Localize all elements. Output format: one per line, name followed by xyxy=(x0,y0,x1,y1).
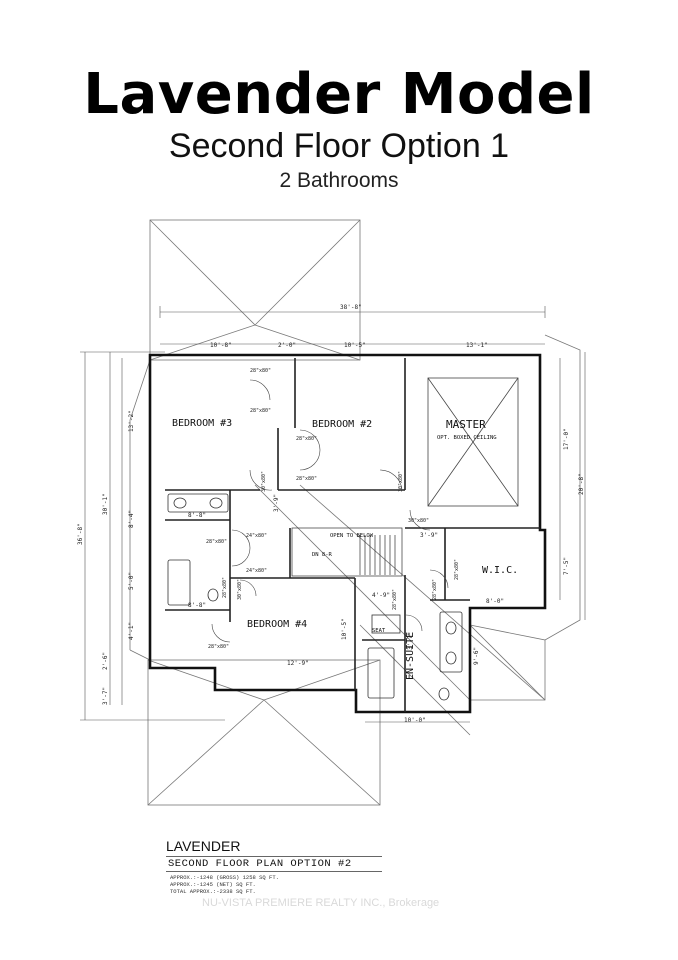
dim-bath2-width: 8'-8" xyxy=(188,602,206,609)
page-title: Lavender Model xyxy=(83,62,595,127)
area-net: APPROX.:-1245 (NET) SQ FT. xyxy=(170,881,256,888)
dim-overall-depth: 36'-8" xyxy=(77,523,84,545)
master-boxed-ceiling xyxy=(427,377,519,507)
door-label: 28"x80" xyxy=(454,559,460,580)
dim-left-f: 3'-7" xyxy=(102,687,109,705)
dim-seat: 4'-9" xyxy=(372,592,390,599)
door-swings xyxy=(211,379,449,643)
brokerage-watermark: NU-VISTA PREMIERE REALTY INC., Brokerage xyxy=(202,897,440,909)
dim-left-depth: 30'-1" xyxy=(102,493,109,515)
dim-right-depth: 20'-8" xyxy=(578,473,585,495)
room-master-note: OPT. BOXED CEILING xyxy=(437,435,497,441)
dim-bed4-depth: 10'-5" xyxy=(341,618,348,640)
stair-down-label: DN 8-R xyxy=(312,552,333,558)
dim-left-c: 5'-0" xyxy=(128,572,135,590)
door-label: 30"x80" xyxy=(237,579,243,600)
plan-title: SECOND FLOOR PLAN OPTION #2 xyxy=(166,856,382,872)
open-to-below-label: OPEN TO BELOW xyxy=(330,533,374,539)
dim-seg3: 10'-5" xyxy=(344,342,366,349)
dimension-lines xyxy=(80,306,586,723)
room-bedroom3: BEDROOM #3 xyxy=(172,418,232,429)
room-labels: BEDROOM #3 BEDROOM #2 MASTER OPT. BOXED … xyxy=(172,418,518,680)
door-label: 28"x80" xyxy=(208,644,229,650)
dim-bath-width: 8'-8" xyxy=(188,512,206,519)
door-label: 28"x80" xyxy=(296,436,317,442)
dim-right-b: 7'-5" xyxy=(563,557,570,575)
door-label: 24"x80" xyxy=(246,533,267,539)
door-label: 28"x80" xyxy=(392,589,398,610)
seat-label: SEAT xyxy=(372,628,386,634)
door-label: 30"x80" xyxy=(261,471,267,492)
door-size-labels: 28"x80" 28"x80" 28"x80" 28"x80" 30"x80" … xyxy=(206,368,460,650)
dim-hall-b: 3'-9" xyxy=(273,494,280,512)
dim-overall-width: 38'-8" xyxy=(340,304,362,311)
door-label: 28"x80" xyxy=(250,408,271,414)
interior-walls xyxy=(165,358,540,712)
door-label: 28"x80" xyxy=(250,368,271,374)
dim-left-e: 2'-6" xyxy=(102,652,109,670)
dim-left-a: 13'-2" xyxy=(128,410,135,432)
dim-left-b: 8'-4" xyxy=(128,510,135,528)
door-label: 30"x80" xyxy=(398,471,404,492)
area-gross: APPROX.:-1248 (GROSS) 1258 SQ FT. xyxy=(170,874,279,881)
door-label: 28"x80" xyxy=(206,539,227,545)
dim-right-a: 17'-0" xyxy=(563,428,570,450)
dim-wic-width: 8'-0" xyxy=(486,598,504,605)
room-master: MASTER xyxy=(446,418,486,431)
bathroom-count: 2 Bathrooms xyxy=(279,169,399,192)
door-label: 28"x80" xyxy=(296,476,317,482)
room-bedroom2: BEDROOM #2 xyxy=(312,419,372,430)
dim-hall-a: 3'-9" xyxy=(420,532,438,539)
room-ensuite: EN-SUITE xyxy=(405,632,416,680)
dim-seg4: 13'-1" xyxy=(466,342,488,349)
room-bedroom4: BEDROOM #4 xyxy=(247,619,307,630)
dim-ensuite-c: 3'-7" xyxy=(407,632,414,650)
fixtures xyxy=(167,493,463,701)
door-label: 28"x80" xyxy=(432,579,438,600)
dim-seg1: 10'-8" xyxy=(210,342,232,349)
page-subtitle: Second Floor Option 1 xyxy=(168,127,510,165)
door-label: 30"x80" xyxy=(408,518,429,524)
room-wic: W.I.C. xyxy=(482,565,518,576)
walls xyxy=(148,353,547,714)
stairs xyxy=(291,527,403,577)
plan-name: LAVENDER xyxy=(166,838,241,854)
door-label: 28"x80" xyxy=(222,577,228,598)
dim-ensuite-depth: 9'-6" xyxy=(473,647,480,665)
dimension-text: 38'-8" 10'-8" 2'-0" 10'-5" 13'-1" 12'-9"… xyxy=(77,304,585,724)
dim-ensuite-width: 10'-0" xyxy=(404,717,426,724)
dim-bed4-width: 12'-9" xyxy=(287,660,309,667)
door-label: 24"x80" xyxy=(246,568,267,574)
area-total: TOTAL APPROX.:-2338 SQ FT. xyxy=(170,888,256,895)
dim-seg2: 2'-0" xyxy=(278,342,296,349)
dim-left-d: 4'-1" xyxy=(128,622,135,640)
